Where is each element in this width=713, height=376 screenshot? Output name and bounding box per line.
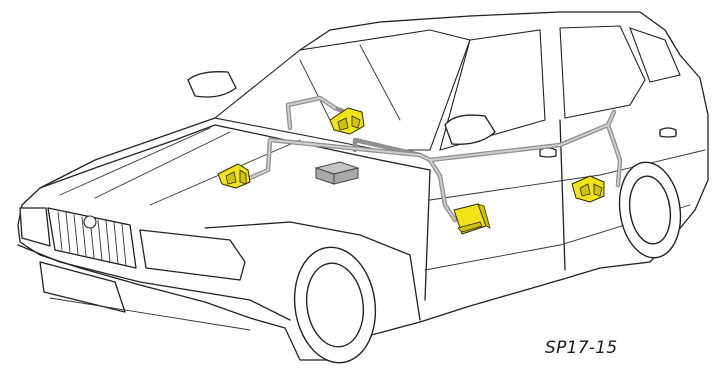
figure-caption: SP17-15 bbox=[545, 338, 618, 358]
